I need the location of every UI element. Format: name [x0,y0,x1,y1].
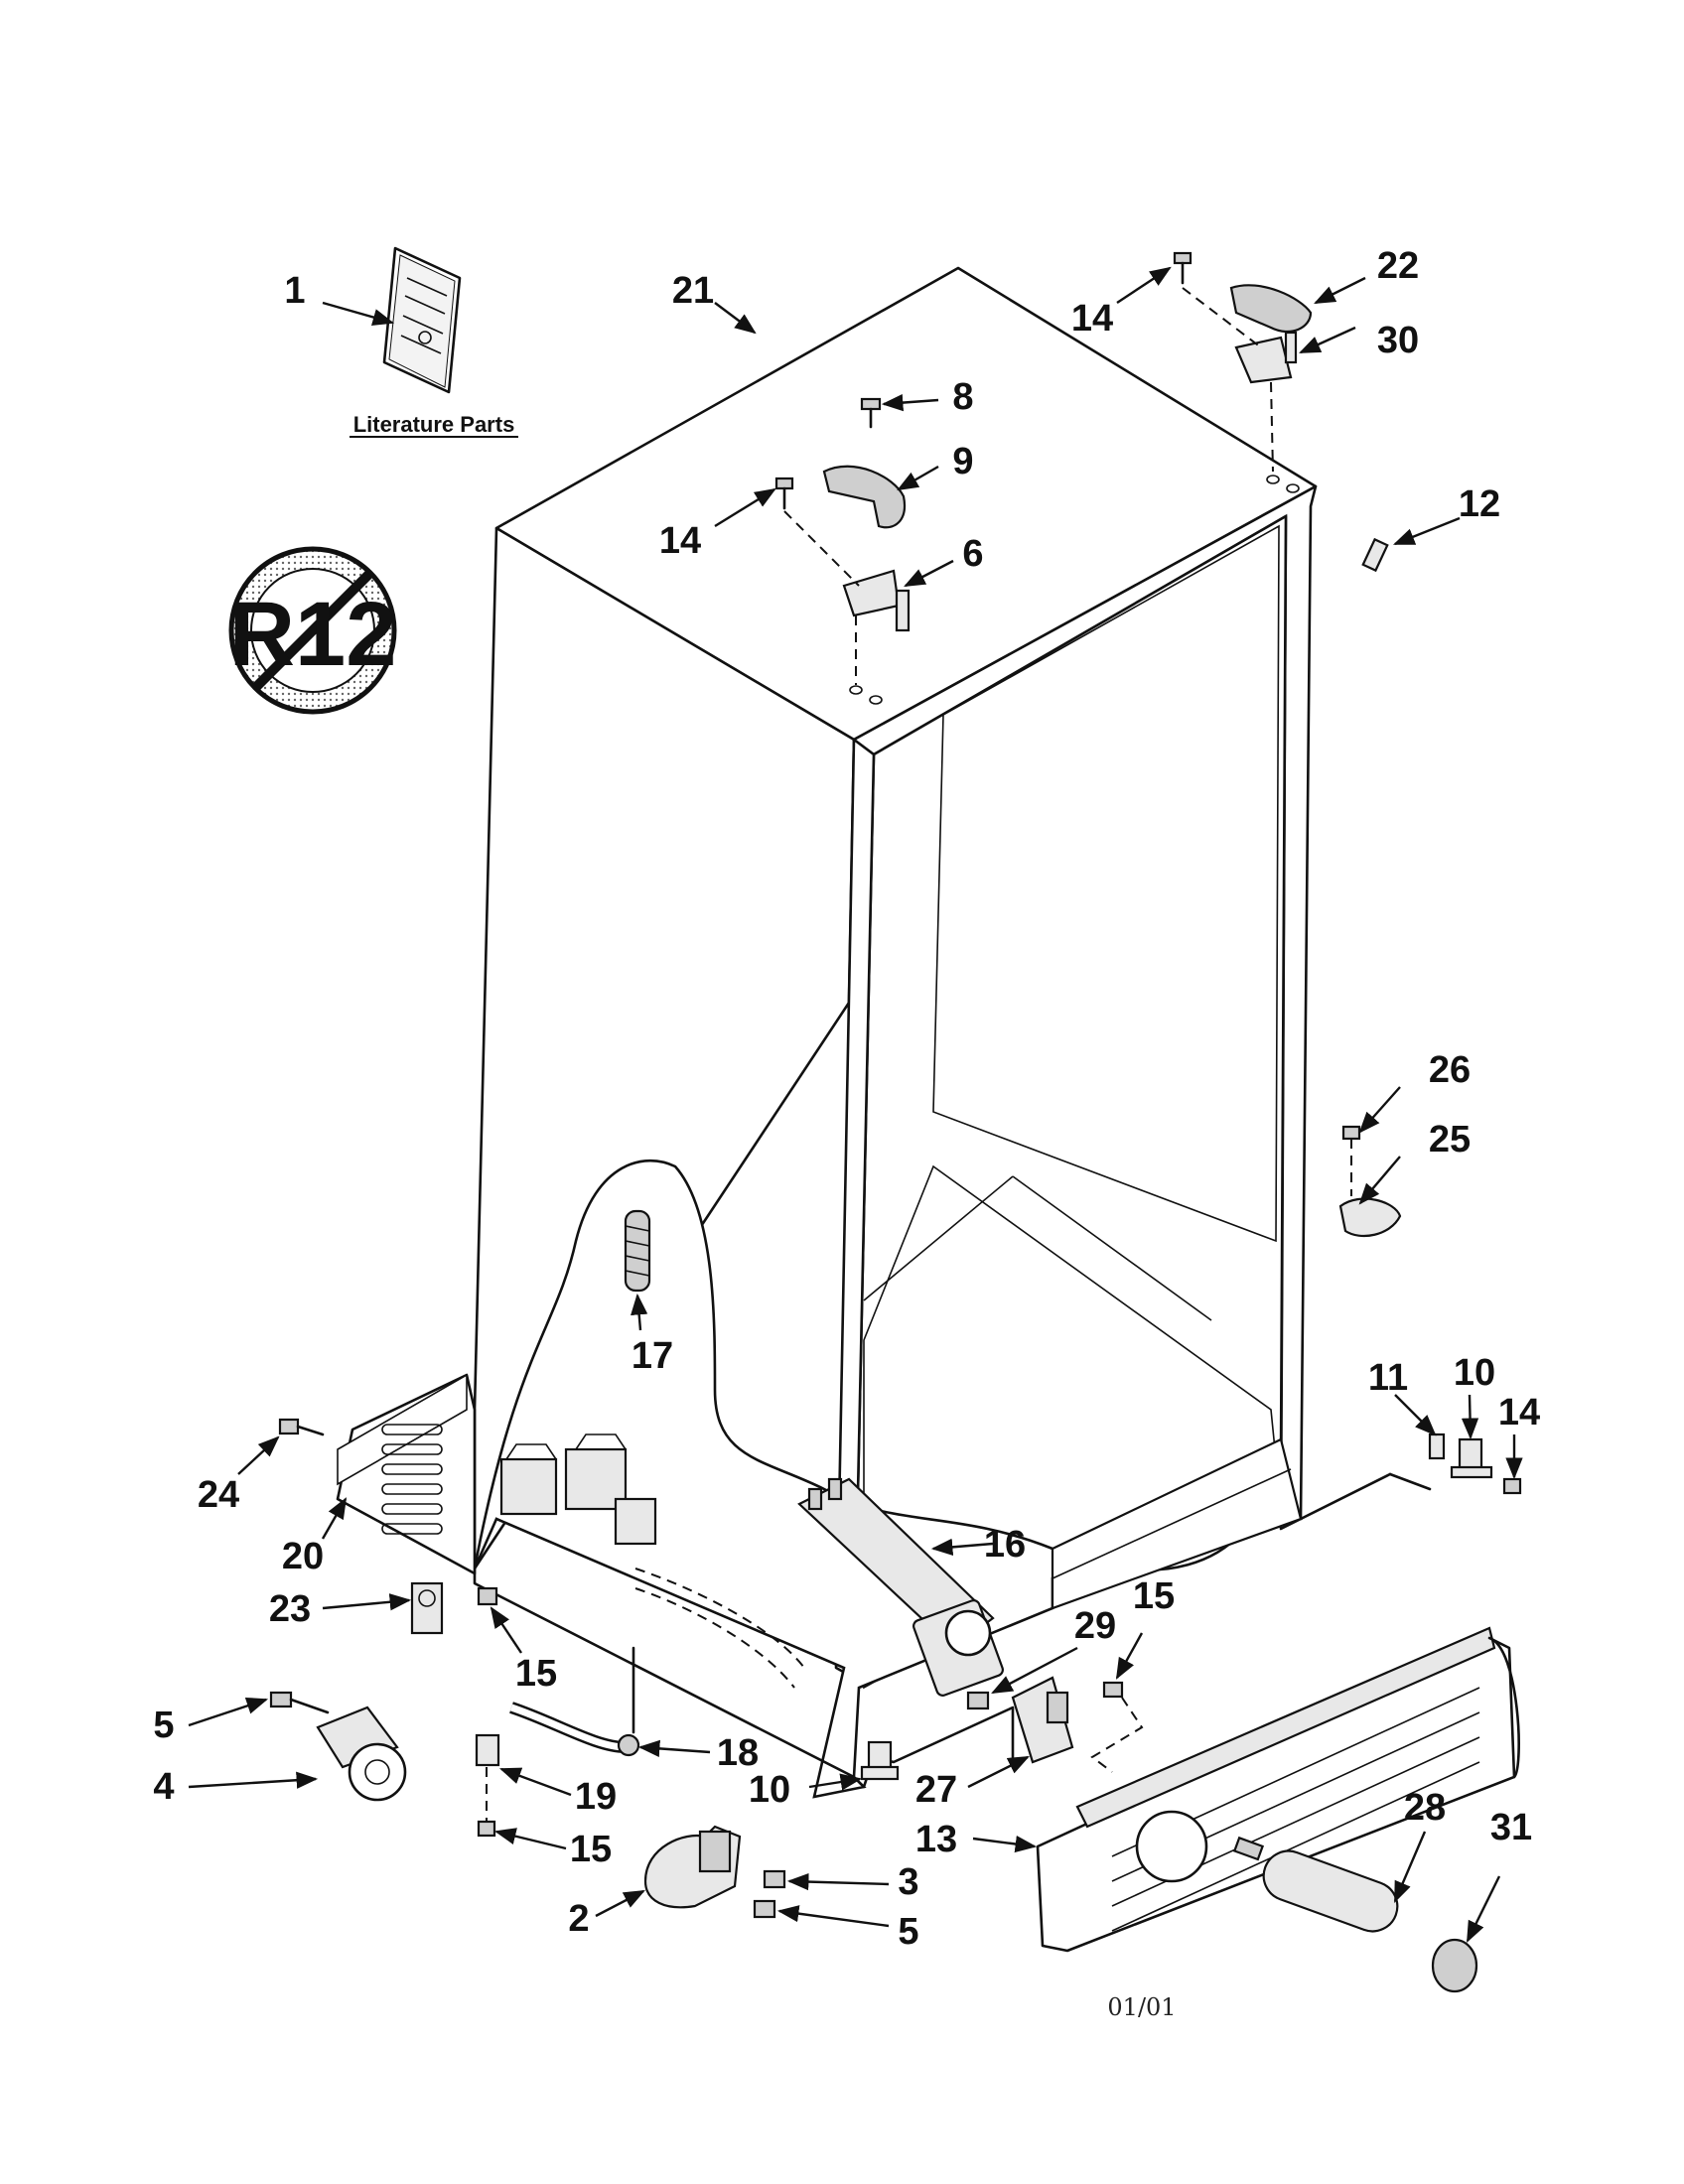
part-label: 20 [282,1536,324,1577]
part-label: 14 [1071,298,1113,340]
part-label: 2 [568,1898,589,1940]
part-label: 22 [1377,245,1419,287]
tubing-dashed [634,1568,805,1669]
part-label: 17 [632,1335,673,1377]
part-labels: 1 21 14 22 30 8 9 14 6 12 26 25 17 11 10… [153,245,1540,1953]
part-label: 8 [952,376,973,418]
filter-cap-31 [1431,1938,1478,1993]
water-tube-18 [509,1646,640,1757]
base-grille-13 [1036,1626,1520,1953]
part-label: 14 [1498,1392,1540,1433]
screw-24 [278,1418,325,1436]
screw-15-left [477,1586,498,1606]
screw-26 [1341,1125,1361,1196]
part-label: 28 [1404,1787,1446,1829]
motor-bracket-2 [643,1825,742,1909]
part-label: 10 [749,1769,790,1811]
top-hinge-30 [1234,331,1298,384]
screw-14-right [1502,1477,1522,1495]
hinge-6 [842,569,911,632]
water-valve-assembly [499,1433,657,1546]
part-label: 24 [198,1474,239,1516]
screw-8 [860,397,882,429]
screw-14-hinge [774,477,794,510]
filter-housing-part [797,1477,1004,1697]
part-label: 4 [153,1766,174,1808]
part-label: 26 [1429,1049,1471,1091]
part-label: 19 [575,1776,617,1818]
bracket-10-lower [860,1740,900,1781]
part-label: 29 [1074,1605,1116,1647]
screw-3 [763,1869,786,1889]
leader-arrows [188,266,1523,1943]
no-r12-symbol [228,546,397,715]
part-label: 12 [1459,483,1500,525]
part-label: 3 [898,1861,918,1903]
part-label: 1 [284,270,305,312]
part-label: 18 [717,1732,759,1774]
part-label: 15 [570,1829,612,1870]
part-label: 21 [672,270,714,312]
bracket-27 [1011,1676,1074,1764]
bracket-25 [1338,1197,1402,1238]
screw-15-right [1102,1681,1124,1699]
part-label: 30 [1377,320,1419,361]
rear-grille-slots [381,1424,443,1535]
roller-4 [316,1706,407,1802]
literature-parts-label: Literature Parts [353,412,515,437]
bracket-dashline [1090,1697,1144,1773]
hinge-dashline-mid [783,510,860,587]
screw-14-top [1173,251,1193,285]
literature-booklet-icon [382,246,462,394]
date-code: 01/01 [1107,1993,1176,2021]
part-label: 25 [1429,1119,1471,1160]
screw-15-bottom [477,1767,496,1838]
part-label: 13 [915,1819,957,1860]
bracket-11 [1428,1433,1446,1460]
part-label: 15 [1133,1575,1175,1617]
clamp-19 [475,1733,500,1767]
part-label: 11 [1368,1357,1408,1399]
clip-12 [1361,537,1389,573]
bracket-10-right [1450,1437,1493,1479]
part-label: 23 [269,1588,311,1630]
screw-5-left [269,1691,330,1714]
water-filter-cartridge-28 [1232,1836,1399,1933]
part-label: 14 [659,520,701,562]
hinge-dashline-top2 [1270,381,1274,473]
cabinet-body [336,266,1432,1799]
bracket-23 [410,1581,444,1635]
hinge-cover-9 [822,465,907,529]
part-label: 5 [153,1705,174,1746]
part-label: 9 [952,441,973,482]
screw-5-bottom [753,1899,776,1919]
part-label: 31 [1490,1807,1532,1848]
top-hinge-cover-22 [1229,284,1313,334]
part-label: 6 [962,533,983,575]
part-label: 27 [915,1769,957,1811]
part-label: 5 [898,1911,918,1953]
part-label: 16 [984,1524,1026,1566]
part-label: 15 [515,1653,557,1695]
r12-symbol-text: R12 [229,584,397,685]
part-label: 10 [1454,1352,1495,1394]
tubing-dashed-2 [634,1587,795,1689]
screw-29 [966,1691,990,1710]
spring-part [624,1209,651,1293]
